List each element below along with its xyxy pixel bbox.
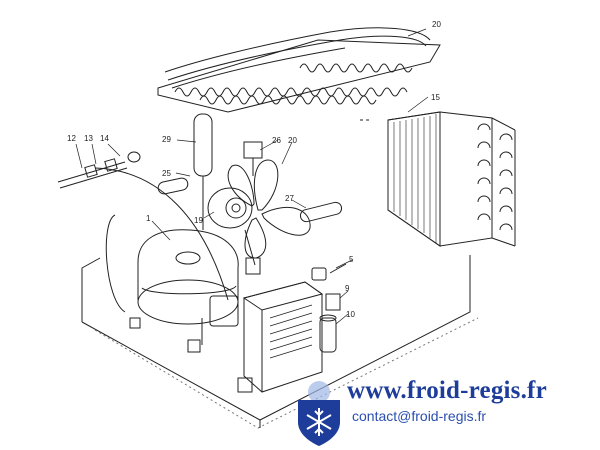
callout-12: 12 bbox=[67, 134, 76, 143]
fan-blade bbox=[227, 159, 311, 259]
accumulator-27 bbox=[299, 201, 343, 223]
callout-1: 1 bbox=[146, 214, 151, 223]
fan-motor bbox=[207, 141, 263, 275]
relay-9 bbox=[325, 293, 341, 311]
callout-27: 27 bbox=[285, 194, 294, 203]
callout-14: 14 bbox=[100, 134, 109, 143]
accumulator-25 bbox=[157, 177, 189, 195]
capillary-tube-assembly bbox=[57, 151, 229, 301]
filter-drier bbox=[193, 113, 213, 230]
callout-15-condenser: 15 bbox=[431, 93, 440, 102]
snowflake-shield-icon bbox=[298, 381, 340, 446]
evaporator-coil bbox=[157, 27, 441, 113]
condenser-tube-bends bbox=[477, 123, 513, 231]
callout-9: 9 bbox=[345, 284, 350, 293]
evaporator-fins bbox=[174, 63, 413, 105]
callout-10: 10 bbox=[346, 310, 355, 319]
leader-lines bbox=[75, 28, 429, 325]
website-link[interactable]: www.froid-regis.fr bbox=[347, 377, 547, 404]
callout-20-evaporator: 20 bbox=[432, 20, 441, 29]
contact-email-link[interactable]: contact@froid-regis.fr bbox=[352, 408, 487, 424]
callout-20-fan: 20 bbox=[288, 136, 297, 145]
callout-29: 29 bbox=[162, 135, 171, 144]
callout-13: 13 bbox=[84, 134, 93, 143]
start-relay-box bbox=[237, 281, 324, 393]
callout-labels: 20 15 12 13 14 29 26 20 25 19 27 1 5 9 1… bbox=[67, 20, 441, 319]
callout-25: 25 bbox=[162, 169, 171, 178]
callout-5: 5 bbox=[349, 255, 354, 264]
base-frame bbox=[81, 119, 479, 429]
callout-19: 19 bbox=[194, 216, 203, 225]
capacitor-10 bbox=[319, 314, 337, 353]
callout-26: 26 bbox=[272, 136, 281, 145]
condenser bbox=[387, 111, 516, 247]
compressor bbox=[105, 214, 239, 353]
relay-5 bbox=[311, 263, 347, 281]
condenser-fins bbox=[393, 114, 437, 243]
